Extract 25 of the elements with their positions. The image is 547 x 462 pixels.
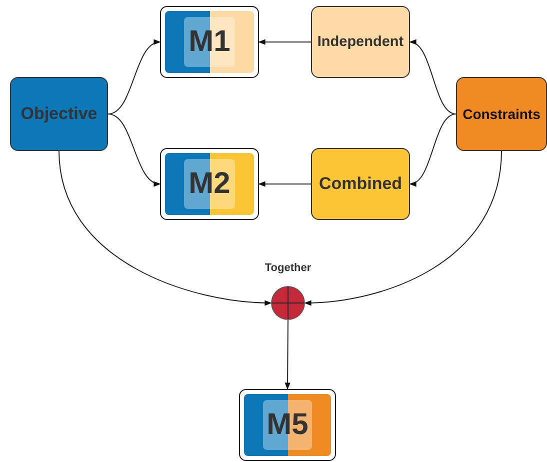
constraints-box [456, 77, 547, 151]
node-label: M2 [188, 167, 230, 201]
arrow [108, 40, 161, 114]
junction-circle [271, 286, 305, 320]
node-label: Constraints [462, 106, 540, 122]
node-label: Objective [20, 104, 98, 124]
arrow [258, 181, 312, 187]
arrow [258, 39, 312, 45]
node-caption: Together [264, 262, 312, 274]
node-label: Independent [317, 34, 404, 50]
arrow [284, 320, 290, 390]
arrow [58, 150, 272, 306]
node-label: M5 [266, 408, 308, 442]
node-label: M1 [188, 25, 230, 59]
model-box [160, 6, 259, 78]
arrow [409, 114, 456, 186]
objective-box [10, 77, 108, 151]
process-box [311, 6, 410, 78]
arrow [108, 114, 161, 186]
process-box [311, 148, 410, 220]
node-label: Combined [318, 174, 402, 194]
model-box [239, 389, 336, 461]
arrow [409, 40, 456, 114]
arrow [304, 150, 502, 306]
model-box [160, 148, 259, 220]
